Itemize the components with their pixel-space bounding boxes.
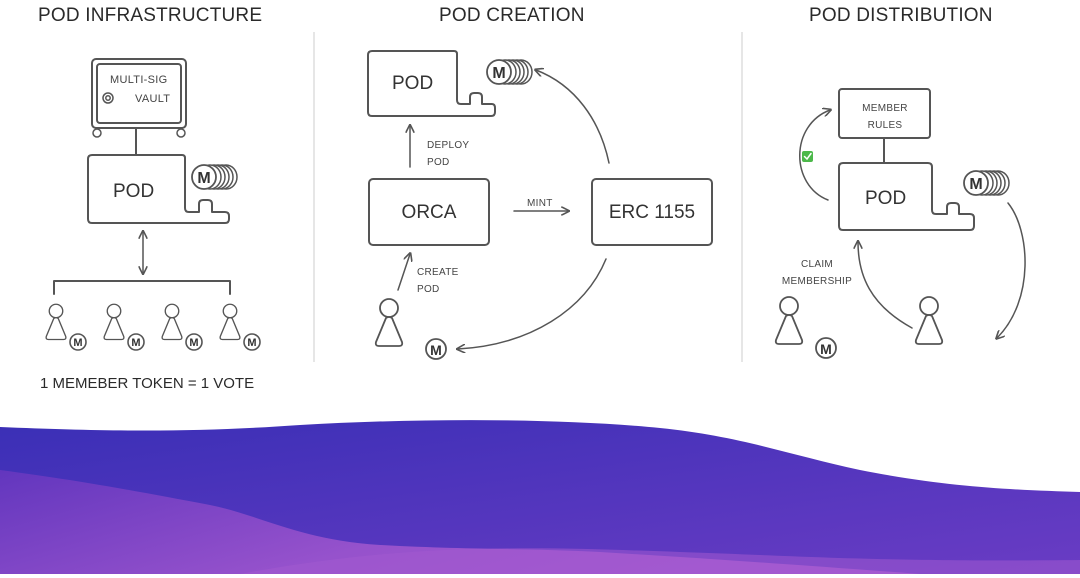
vault-label: MULTI-SIG: [110, 74, 168, 86]
member-token-icon: M: [815, 337, 837, 359]
orca-box: ORCA: [368, 178, 490, 246]
svg-text:M: M: [820, 341, 832, 357]
token-glyph: M: [247, 337, 256, 349]
rules-check-arrow: [799, 110, 830, 201]
pod-box: POD: [838, 162, 975, 231]
panel-title: POD DISTRIBUTION: [809, 5, 993, 26]
person-icon: [161, 303, 183, 341]
token-glyph: M: [189, 337, 198, 349]
panel-distribution: POD DISTRIBUTION MEMBER RULES POD M CLAI…: [774, 5, 1026, 359]
token-stack-icon: M: [191, 164, 238, 190]
claim-label: CLAIM: [801, 259, 833, 270]
erc1155-box: ERC 1155: [591, 178, 713, 246]
erc-to-user-arrow: [458, 258, 607, 349]
member-token-icon: [127, 333, 145, 351]
mint-label: MINT: [527, 198, 553, 209]
panel-title: POD CREATION: [439, 5, 585, 26]
wave-highlight: [240, 548, 1080, 574]
panel-title: POD INFRASTRUCTURE: [38, 5, 262, 26]
deploy-label: DEPLOY: [427, 140, 469, 151]
token-glyph: M: [73, 337, 82, 349]
create-label: POD: [417, 284, 440, 295]
pod-label: POD: [113, 181, 154, 202]
svg-text:M: M: [969, 176, 982, 193]
check-icon: [802, 151, 813, 162]
rules-label: RULES: [868, 120, 903, 131]
claim-label: MEMBERSHIP: [782, 276, 852, 287]
vault-dial-icon: [102, 92, 114, 104]
rules-label: MEMBER: [862, 103, 908, 114]
member: M: [161, 303, 203, 351]
token-stack-icon: M: [963, 170, 1010, 196]
erc1155-label: ERC 1155: [609, 202, 695, 223]
person-icon: [219, 303, 241, 341]
token-glyph: M: [131, 337, 140, 349]
member: M: [219, 303, 261, 351]
svg-text:M: M: [430, 342, 442, 358]
person-icon: [103, 303, 125, 341]
pod-label: POD: [392, 73, 433, 94]
panel-creation: POD CREATION POD M DEPLOY POD ORCA MINT …: [367, 5, 713, 360]
svg-text:M: M: [492, 65, 505, 82]
pod-box: POD: [87, 154, 230, 224]
decorative-wave: [0, 420, 1080, 574]
svg-text:M: M: [197, 170, 210, 187]
orca-label: ORCA: [402, 202, 457, 223]
member-token-icon: [243, 333, 261, 351]
create-label: CREATE: [417, 267, 459, 278]
member-user-icon: [774, 296, 804, 345]
member-token-icon: [185, 333, 203, 351]
person-icon: [45, 303, 67, 341]
member-token-icon: [69, 333, 87, 351]
user-icon: [374, 298, 404, 347]
wave-front: [0, 470, 920, 574]
member: M: [103, 303, 145, 351]
members-bracket: [53, 280, 231, 295]
deploy-label: POD: [427, 157, 450, 168]
erc-to-token-arrow: [536, 70, 610, 164]
token-stack-icon: M: [486, 59, 533, 85]
member-token-icon: M: [425, 338, 447, 360]
pod-label: POD: [865, 188, 906, 209]
token-to-user-arrow: [997, 202, 1026, 338]
vote-caption: 1 MEMEBER TOKEN = 1 VOTE: [40, 375, 254, 392]
member-rules-box: MEMBER RULES: [838, 88, 931, 139]
member: M: [45, 303, 87, 351]
new-user-icon: [914, 296, 944, 345]
create-arrow: [397, 254, 410, 291]
claim-arrow: [858, 242, 913, 329]
multisig-vault: MULTI-SIG VAULT: [91, 58, 187, 138]
panel-infrastructure: POD INFRASTRUCTURE MULTI-SIG VAULT POD M…: [38, 5, 262, 392]
pod-box: POD: [367, 50, 496, 117]
vault-label: VAULT: [135, 93, 170, 105]
